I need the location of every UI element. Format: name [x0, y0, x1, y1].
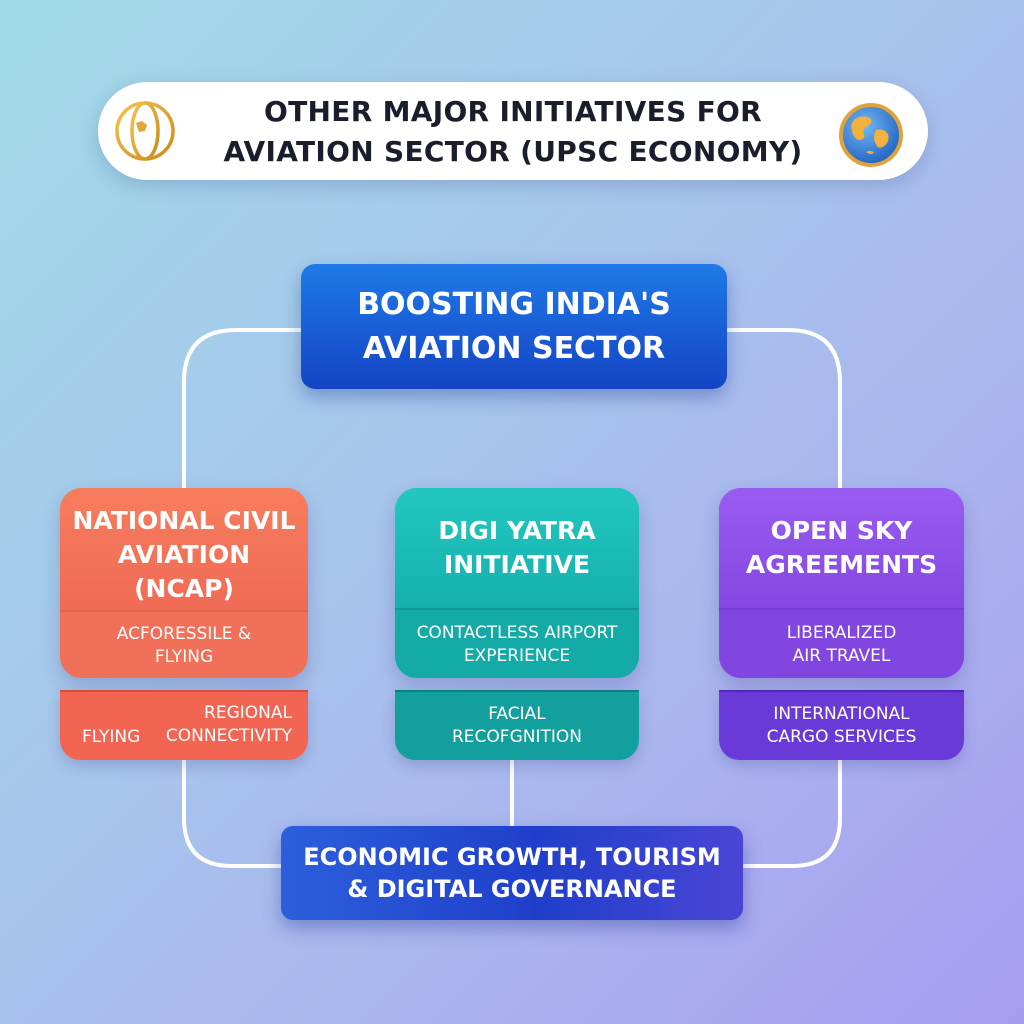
digi-yatra-card: DIGI YATRA INITIATIVE CONTACTLESS AIRPOR… [395, 488, 639, 678]
open-sky-title: OPEN SKY AGREEMENTS [719, 488, 964, 608]
hub-label: BOOSTING INDIA'S AVIATION SECTOR [357, 286, 671, 366]
connector-ncap-to-outcome [182, 756, 283, 868]
open-sky-card: OPEN SKY AGREEMENTS LIBERALIZED AIR TRAV… [719, 488, 964, 678]
ncap-subtitle: ACFORESSILE & FLYING [60, 610, 308, 678]
connector-open-sky-to-outcome [741, 756, 842, 868]
header-banner [98, 82, 928, 180]
digi-yatra-strip-label: FACIAL RECOFGNITION [452, 704, 582, 747]
ncap-strip-right: REGIONAL CONNECTIVITY [165, 703, 292, 746]
digi-yatra-detail-strip: FACIAL RECOFGNITION [395, 690, 639, 760]
digi-yatra-subtitle: CONTACTLESS AIRPORT EXPERIENCE [395, 608, 639, 678]
page-title: OTHER MAJOR INITIATIVES FOR AVIATION SEC… [223, 95, 803, 168]
connector-hub-to-open-sky [725, 328, 842, 490]
ncap-card: NATIONAL CIVIL AVIATION (NCAP) ACFORESSI… [60, 488, 308, 678]
connector-hub-to-ncap [182, 328, 303, 490]
open-sky-detail-strip: INTERNATIONAL CARGO SERVICES [719, 690, 964, 760]
open-sky-subtitle: LIBERALIZED AIR TRAVEL [719, 608, 964, 678]
earth-globe-icon [839, 103, 903, 167]
open-sky-strip-label: INTERNATIONAL CARGO SERVICES [766, 704, 917, 747]
digi-yatra-title: DIGI YATRA INITIATIVE [395, 488, 639, 608]
ncap-title: NATIONAL CIVIL AVIATION (NCAP) [60, 488, 308, 616]
ncap-detail-strip: FLYING REGIONAL CONNECTIVITY [60, 690, 308, 760]
globe-grid-icon [115, 101, 175, 161]
outcome-box: ECONOMIC GROWTH, TOURISM & DIGITAL GOVER… [281, 826, 743, 920]
hub-box: BOOSTING INDIA'S AVIATION SECTOR [301, 264, 727, 389]
ncap-strip-left: FLYING [82, 727, 141, 747]
outcome-label: ECONOMIC GROWTH, TOURISM & DIGITAL GOVER… [303, 843, 721, 903]
